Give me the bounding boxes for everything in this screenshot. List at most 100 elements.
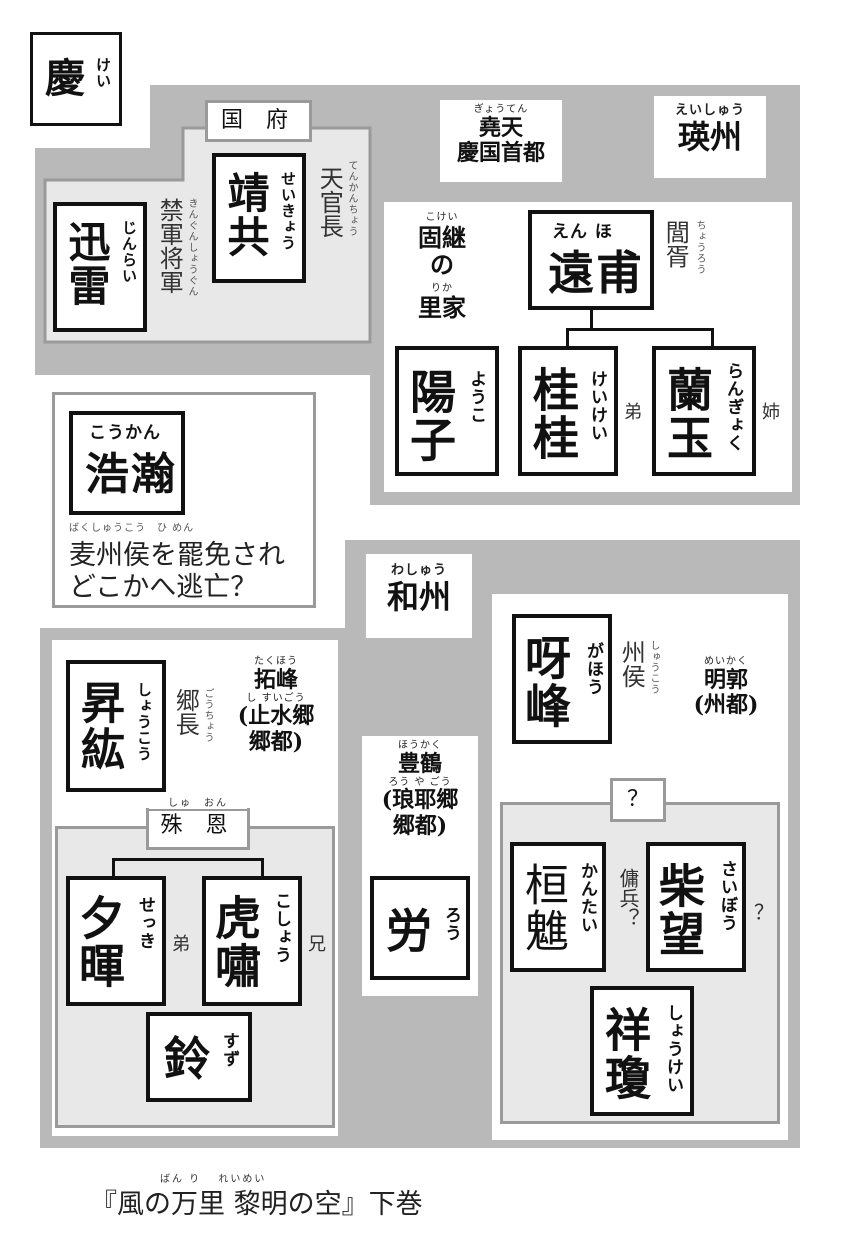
person-kantai: 桓魋 かんたい [510, 842, 606, 972]
seikyou-role: 天官長 [315, 166, 344, 238]
rou-furigana: ろう [441, 906, 461, 942]
keikei-furigana: けいけい [587, 370, 607, 442]
koukei-label: こけい 固継 の りか 里家 [405, 212, 479, 322]
tree-line-sekki [112, 858, 115, 880]
koukei-line3-furigana: りか [431, 282, 453, 294]
saibou-relation: ？ [754, 900, 774, 924]
koukan-name: 浩瀚 [85, 449, 177, 500]
unknown-group-header: ？ [610, 778, 666, 822]
seikyou-furigana: せいきょう [279, 171, 297, 251]
shoukou-role: 郷長 [171, 688, 200, 736]
koukan-group: こうかん 浩瀚 ばくしゅうこう ひ めん 麦州侯を罷免され どこかへ逃亡？ [52, 392, 316, 608]
gahou-name: 呀峰 [518, 634, 572, 730]
caption: 『風の万里 黎明の空』下巻 [90, 1189, 423, 1220]
koshou-relation: 兄 [308, 934, 326, 955]
houkaku-sub1-furigana: ろう や ごう [388, 776, 452, 788]
koukan-note-line2: どこかへ逃亡？ [69, 572, 258, 603]
person-shoukei: 祥瓊 しょうけい [590, 986, 694, 1116]
youko-furigana: ようこ [466, 370, 486, 424]
kantai-name: 桓魋 [517, 862, 568, 954]
gahou-furigana: がほう [583, 642, 603, 696]
person-gahou: 呀峰 がほう [512, 614, 612, 744]
jinrai-name: 迅雷 [62, 220, 111, 308]
sekki-furigana: せっき [135, 896, 155, 950]
shoukou-name: 昇紘 [73, 680, 124, 772]
tree-line-rangyoku [711, 328, 714, 348]
keikei-relation: 弟 [624, 402, 642, 423]
tree-line-koshou [261, 858, 264, 880]
seikyou-role-furigana: てんかんちょう [346, 160, 357, 237]
koukan-furigana: こうかん [89, 423, 161, 443]
rangyoku-relation: 姉 [762, 402, 780, 423]
jinrai-furigana: じんらい [120, 220, 138, 284]
meikaku-name: 明郭 [703, 666, 748, 693]
rangyoku-name: 蘭玉 [660, 366, 714, 462]
washu-name: 和州 [386, 577, 451, 616]
shuon-header: しゅ おん 殊 恩 [146, 799, 250, 850]
meikaku-label: めいかく 明郭 (州都) [676, 656, 776, 718]
sekki-relation: 弟 [172, 934, 190, 955]
person-sekki: 夕暉 せっき [66, 876, 166, 1006]
eishu-furigana: えいしゅう [674, 103, 745, 118]
shoukei-name: 祥瓊 [598, 1006, 652, 1102]
tree-line-enho-down [590, 310, 593, 330]
takuhou-sub1: (止水郷 [237, 703, 315, 730]
person-jinrai: 迅雷 じんらい [53, 202, 147, 332]
meikaku-sub: (州都) [693, 691, 759, 718]
kantai-furigana: かんたい [577, 862, 597, 934]
koukei-line2: の [430, 250, 454, 280]
tree-line-enho-horizontal [566, 328, 714, 331]
koukan-note-furigana: ばくしゅうこう ひ めん [69, 523, 195, 534]
tree-line-keikei [566, 328, 569, 348]
kokufu-header: 国 府 [205, 100, 312, 142]
takuhou-name: 拓峰 [253, 666, 298, 693]
suzu-furigana: すず [219, 1032, 239, 1068]
meikaku-furigana: めいかく [704, 656, 748, 667]
person-enho: えん ほ 遠甫 [528, 210, 654, 310]
shuon-header-furigana: しゅ おん [149, 799, 247, 809]
gahou-role: 州侯 [617, 640, 646, 688]
tree-line-shuon-horizontal [112, 858, 264, 861]
enho-name: 遠甫 [548, 246, 644, 300]
person-rou: 労 ろう [370, 876, 470, 980]
enho-furigana: えん ほ [552, 222, 613, 242]
koukei-line3: 里家 [418, 293, 466, 323]
houkaku-sub2: 郷都) [392, 812, 448, 839]
person-shoukou: 昇紘 しょうこう [66, 660, 166, 792]
suzu-name: 鈴 [164, 1032, 212, 1086]
caption-furigana: ばん り れいめい [160, 1174, 267, 1185]
kei-name: 慶 [45, 55, 87, 102]
person-rangyoku: 蘭玉 らんぎょく [652, 346, 756, 476]
gyouten-sub: 慶国首都 [456, 139, 545, 166]
saibou-furigana: さいぼう [717, 860, 737, 932]
eishu-label: えいしゅう 瑛州 [654, 96, 766, 178]
takuhou-sub2: 郷都) [248, 728, 304, 755]
houkaku-label: ほうかく 豊鶴 ろう や ごう (琅耶郷 郷都) [362, 740, 478, 839]
sekki-name: 夕暉 [72, 894, 126, 990]
shoukou-furigana: しょうこう [135, 682, 153, 762]
gyouten-label: ぎょうてん 堯天 慶国首都 [440, 100, 562, 182]
takuhou-label: たくほう 拓峰 し すいごう (止水郷 郷都) [218, 656, 334, 755]
gyouten-name: 堯天 [478, 114, 523, 141]
koukei-line1-furigana: こけい [425, 212, 459, 223]
koshou-furigana: こしょう [271, 892, 291, 964]
washu-label: わしゅう 和州 [366, 554, 472, 638]
houkaku-name: 豊鶴 [397, 750, 442, 777]
jinrai-role: 禁軍将軍 [155, 198, 184, 294]
saibou-name: 柴望 [652, 862, 706, 958]
houkaku-furigana: ほうかく [398, 740, 442, 751]
koukei-line1: 固継 [418, 222, 466, 252]
person-seikyou: 靖共 せいきょう [212, 153, 306, 283]
person-youko: 陽子 ようこ [395, 346, 499, 476]
person-koshou: 虎嘯 こしょう [202, 876, 302, 1006]
koukan-note-line1: 麦州侯を罷免され [69, 540, 285, 571]
enho-role-furigana: ちょうろう [694, 220, 705, 275]
enho-role: 閭胥 [661, 220, 690, 268]
rou-name: 労 [386, 904, 434, 958]
koshou-name: 虎嘯 [208, 894, 262, 990]
jinrai-role-furigana: きんぐんしょうぐん [186, 198, 197, 297]
kei-furigana: けい [94, 57, 112, 89]
takuhou-sub1-furigana: し すいごう [246, 692, 306, 704]
rangyoku-furigana: らんぎょく [723, 362, 743, 452]
person-saibou: 柴望 さいぼう [646, 842, 746, 972]
